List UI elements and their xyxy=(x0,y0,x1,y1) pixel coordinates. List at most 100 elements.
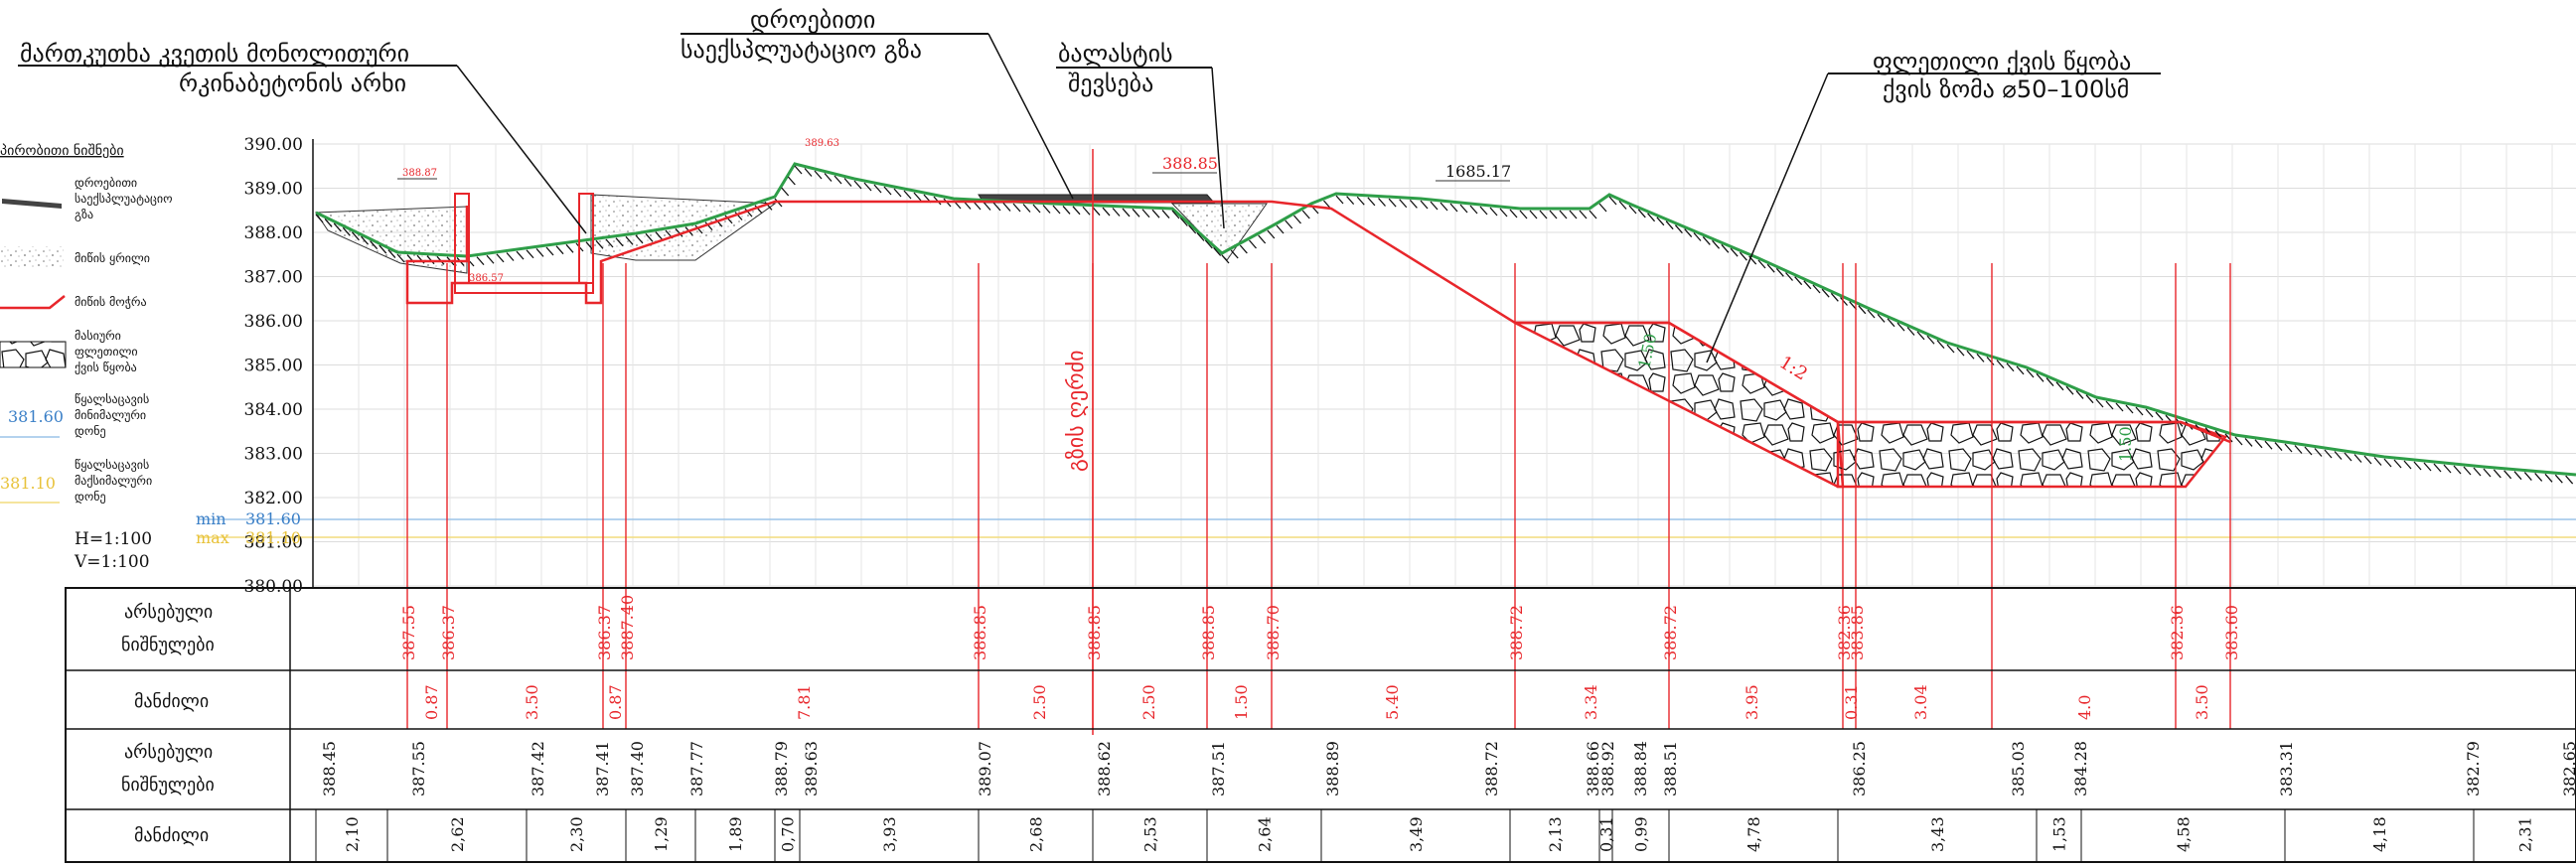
legend-road-2: საექსპლუატაციო xyxy=(75,192,173,206)
hatch-tick xyxy=(1785,272,1793,281)
hatch-tick xyxy=(2565,475,2574,485)
hatch-tick xyxy=(744,208,753,217)
hatch-tick xyxy=(2363,455,2372,465)
hatch-tick xyxy=(1936,340,1945,350)
table-row3-label-2: ნიშნულები xyxy=(121,775,215,796)
table-row2-label: მანძილი xyxy=(134,691,209,712)
hatch-tick xyxy=(1072,206,1081,216)
existing-distance: 0,70 xyxy=(779,816,798,852)
hatch-tick xyxy=(2493,469,2501,479)
hatch-tick xyxy=(1721,243,1730,253)
hatch-tick xyxy=(1335,195,1344,205)
hatch-tick xyxy=(1830,292,1839,302)
hatch-tick xyxy=(324,218,333,227)
legend-soil-fill: მიწის ყრილი xyxy=(75,251,150,265)
callout-road-title: დროებითი xyxy=(750,6,875,34)
existing-mark: 387.41 xyxy=(593,741,612,796)
hatch-tick xyxy=(1249,239,1257,249)
hatch-tick xyxy=(1301,210,1310,219)
elev-tag-top: 389.63 xyxy=(805,138,839,149)
hatch-tick xyxy=(1002,203,1011,212)
hatch-tick xyxy=(2075,390,2084,399)
hatch-tick xyxy=(2105,400,2114,410)
depth-label-2: 1.50 xyxy=(2116,426,2135,462)
hatch-tick xyxy=(1618,201,1627,210)
hatch-tick xyxy=(1449,203,1458,213)
legend-riprap-3: ქვის წყობა xyxy=(75,361,137,374)
existing-distance: 0,31 xyxy=(1597,816,1616,852)
callout-ballast-title: ბალასტის xyxy=(1058,40,1173,68)
hatch-tick xyxy=(1196,232,1205,241)
existing-mark: 382.79 xyxy=(2464,741,2483,796)
riprap-upper xyxy=(1514,321,1845,489)
hatch-tick xyxy=(1479,206,1488,216)
hatch-tick xyxy=(2264,440,2273,450)
hatch-tick xyxy=(1276,224,1285,234)
design-distance: 0.31 xyxy=(1842,684,1861,720)
hatch-tick xyxy=(1399,199,1408,209)
callout-channel-title: მართკუთხა კვეთის მონოლითური xyxy=(20,40,409,68)
hatch-tick xyxy=(506,252,515,261)
hatch-tick xyxy=(496,253,505,263)
ground-hatching xyxy=(315,165,2574,485)
hatch-tick xyxy=(2513,471,2522,481)
hatch-tick xyxy=(2294,445,2303,454)
existing-mark: 383.31 xyxy=(2277,741,2296,796)
hatch-tick xyxy=(883,186,892,196)
hatch-tick xyxy=(351,231,360,241)
hatch-tick xyxy=(1367,197,1376,207)
existing-distance: 2,30 xyxy=(567,816,586,852)
axis-tick-label: 386.00 xyxy=(244,312,303,332)
existing-ground-line xyxy=(315,162,2576,477)
axis-tick-label: 384.00 xyxy=(244,400,303,420)
hatch-tick xyxy=(1569,210,1578,219)
hatch-tick xyxy=(486,254,495,264)
callout-riprap-title: ფლეთილი ქვის წყობა xyxy=(1873,48,2131,75)
hatch-tick xyxy=(2016,365,2025,375)
hatch-tick xyxy=(863,182,872,192)
hatch-tick xyxy=(1637,209,1646,218)
hatch-tick xyxy=(1739,251,1747,261)
hatch-tick xyxy=(1267,229,1276,239)
hatch-tick xyxy=(1926,335,1935,345)
design-mark: 388.72 xyxy=(1507,605,1526,660)
hatch-tick xyxy=(754,205,763,215)
hatch-tick xyxy=(2393,459,2402,469)
hatch-tick xyxy=(1102,207,1111,217)
existing-mark: 388.79 xyxy=(772,741,791,796)
design-distance: 3.95 xyxy=(1743,684,1761,720)
hatch-tick xyxy=(1803,280,1812,290)
hatch-tick xyxy=(1906,327,1915,336)
legend-fill-swatch xyxy=(0,246,64,268)
hatch-tick xyxy=(913,192,922,202)
hatch-tick xyxy=(1986,357,1995,365)
hatch-tick xyxy=(1656,217,1665,226)
design-distance: 4.0 xyxy=(2075,695,2094,720)
hatch-tick xyxy=(1730,247,1739,257)
callout-road-subtitle: საექსპლუატაციო გზა xyxy=(681,36,922,64)
existing-mark: 388.62 xyxy=(1095,741,1114,796)
hatch-tick xyxy=(2344,452,2352,462)
hatch-tick xyxy=(2324,449,2333,459)
hatch-tick xyxy=(2304,446,2313,456)
hatch-tick xyxy=(2224,433,2233,443)
table-row1-label-2: ნიშნულები xyxy=(121,635,215,655)
existing-distance: 2,10 xyxy=(343,816,362,852)
hatch-tick xyxy=(2085,394,2094,404)
design-mark: 388.70 xyxy=(1264,605,1283,660)
hatch-tick xyxy=(635,234,644,244)
hatch-tick xyxy=(983,202,991,211)
riprap-lower xyxy=(1836,420,2228,489)
hatch-tick xyxy=(342,226,351,236)
hatch-tick xyxy=(1946,344,1955,354)
hatch-tick xyxy=(526,249,534,259)
elevation-axis: 390.00389.00388.00387.00386.00385.00384.… xyxy=(244,135,314,597)
soil-fill-left xyxy=(315,206,468,274)
hatch-tick xyxy=(645,232,654,242)
hatch-tick xyxy=(1702,236,1711,245)
callout-riprap-subtitle: ქვის ზომა ⌀50–100სმ xyxy=(1883,75,2129,103)
hatch-tick xyxy=(1712,239,1721,249)
hatch-tick xyxy=(2006,362,2015,372)
hatch-tick xyxy=(1559,210,1568,219)
hatch-tick xyxy=(1032,204,1041,214)
